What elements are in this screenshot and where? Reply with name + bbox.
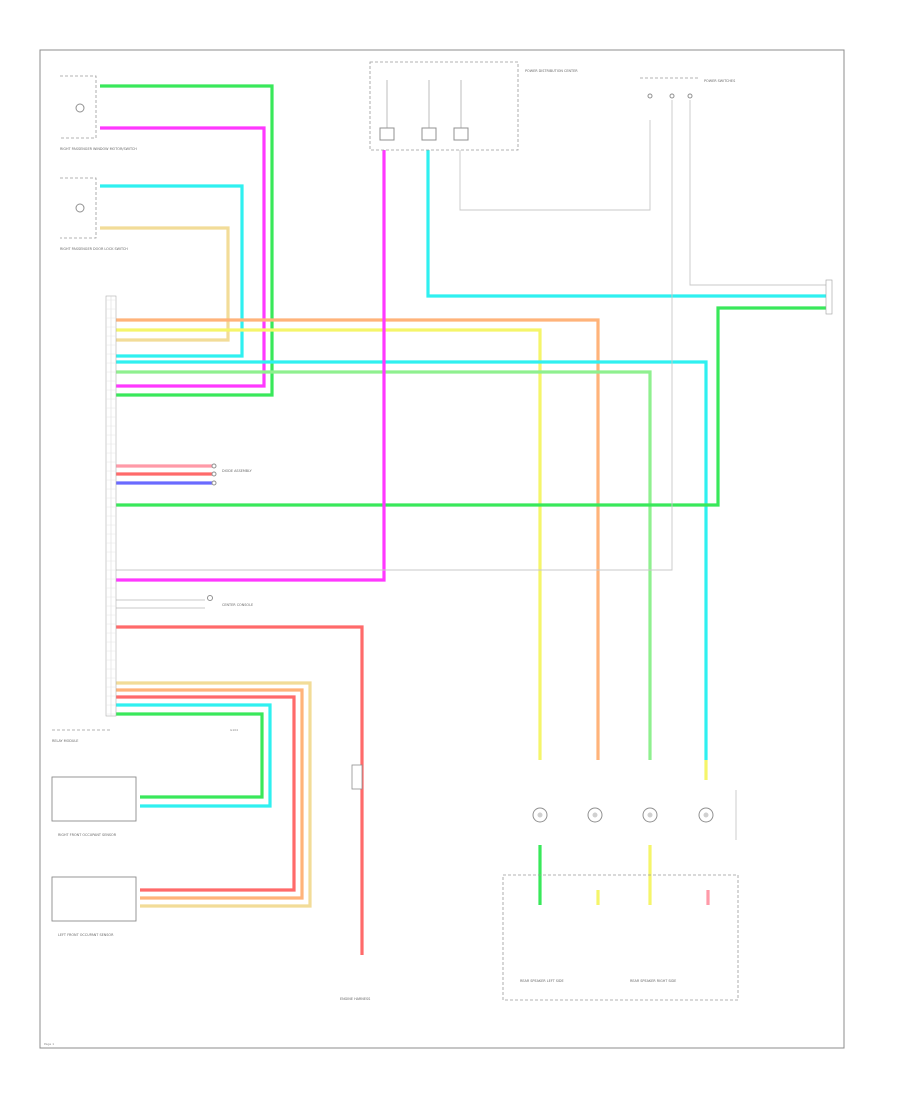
center-console-label: CENTER CONSOLE [222,603,253,607]
wire-green-1 [100,84,274,397]
speaker-cone [537,812,543,818]
speaker-cone [592,812,598,818]
right-edge-connector [825,279,833,315]
wire-green-top [116,306,828,507]
wire-orange-main [112,318,600,760]
module-connector: RELAY MODULE [52,295,117,743]
trace-2 [689,100,828,286]
diagram-frame [39,49,845,1049]
switch-group-label: POWER SWITCHES [704,79,735,83]
footer-label: Page 1 [44,1042,54,1046]
speaker-cone [703,812,709,818]
wire-cyan-top [426,150,828,298]
diode-label: DIODE ASSEMBLY [222,469,253,473]
wire-cyan-low [116,703,272,808]
wire-cyan-1 [100,184,244,358]
trace-1 [116,100,673,571]
center-relay: ENGINE HARNESS [340,764,370,1001]
wire-yellow-main [112,328,542,760]
gray-traces [116,100,828,840]
wire-tan-low [116,681,312,908]
rear-speaker-left-label: REAR SPEAKER LEFT SIDE [520,979,564,983]
wire-magenta-top [116,150,386,582]
wire-lightgreen-main [112,370,652,760]
front-sensor-label: RIGHT FRONT OCCUPANT SENSOR [58,833,117,837]
front-sensor: RIGHT FRONT OCCUPANT SENSOR [51,776,137,837]
wire-magenta-1 [100,126,266,388]
wire-cyan-main [112,360,708,760]
passenger-window-label: RIGHT PASSENGER WINDOW MOTOR/SWITCH [60,147,137,151]
passenger-window-switch: RIGHT PASSENGER WINDOW MOTOR/SWITCH [60,75,137,151]
ground-label-1: G104 [230,728,238,732]
left-sensor-label: LEFT FRONT OCCUPANT SENSOR [58,933,114,937]
power-center: POWER DISTRIBUTION CENTER [369,61,578,151]
wire-green-low [116,712,264,799]
harness-label: ENGINE HARNESS [340,997,370,1001]
switch-group-top-right: POWER SWITCHES [640,77,735,99]
wire-red-low [116,695,296,892]
center-console-switch: CENTER CONSOLE [207,595,253,607]
wires [100,84,828,955]
speaker-cone [647,812,653,818]
wire-orange-low [116,688,304,900]
power-center-label: POWER DISTRIBUTION CENTER [525,69,578,73]
rear-speaker-housing: REAR SPEAKER LEFT SIDE REAR SPEAKER RIGH… [502,874,739,1001]
trace-3 [459,120,651,211]
wire-tan-1 [100,226,230,342]
passenger-lock-switch: RIGHT PASSENGER DOOR LOCK SWITCH [60,177,128,251]
wire-red-horn [116,625,364,955]
speakers [532,807,714,823]
diode-assembly: DIODE ASSEMBLY [211,463,253,486]
passenger-lock-label: RIGHT PASSENGER DOOR LOCK SWITCH [60,247,128,251]
module-label: RELAY MODULE [52,739,78,743]
left-sensor: LEFT FRONT OCCUPANT SENSOR [51,876,137,937]
rear-speaker-right-label: REAR SPEAKER RIGHT SIDE [630,979,676,983]
